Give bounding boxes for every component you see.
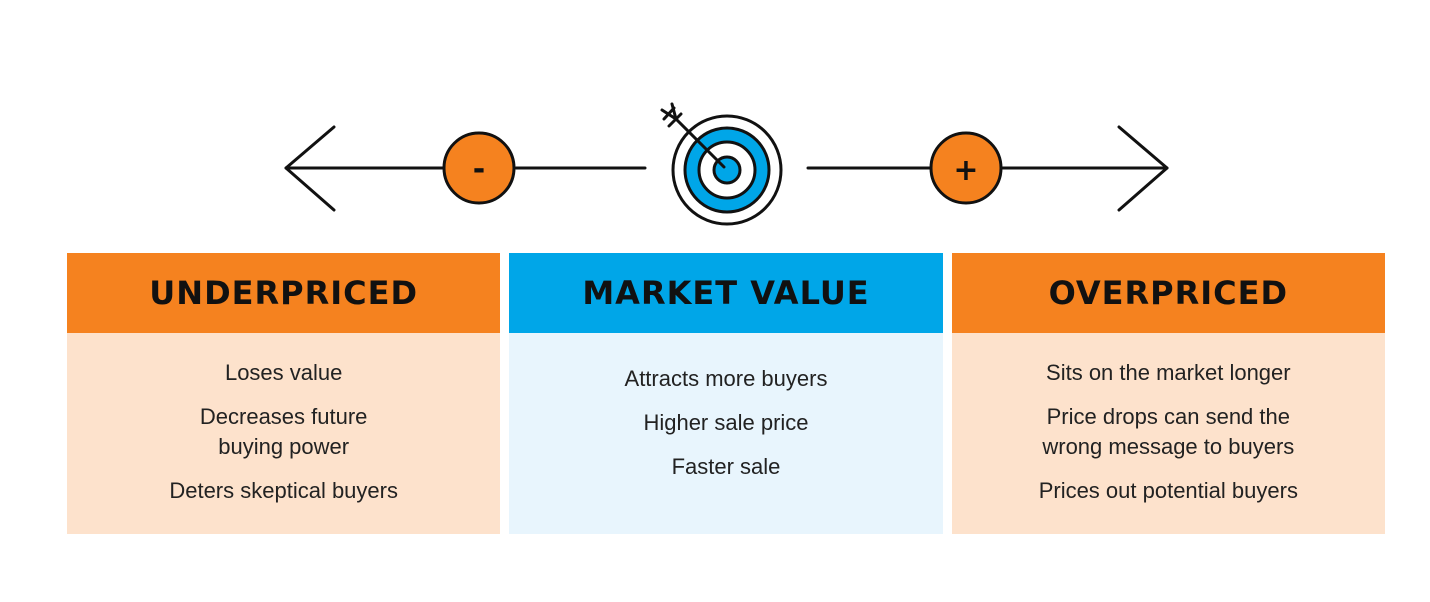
list-item: Faster sale bbox=[671, 453, 781, 479]
pricing-columns: UNDERPRICED Loses value Decreases future… bbox=[67, 253, 1385, 534]
underpriced-list: Loses value Decreases future buying powe… bbox=[67, 333, 501, 534]
underpriced-column: UNDERPRICED Loses value Decreases future… bbox=[67, 253, 501, 534]
plus-circle-icon bbox=[929, 131, 1003, 205]
list-item: Deters skeptical buyers bbox=[169, 477, 398, 503]
overpriced-title: OVERPRICED bbox=[951, 253, 1385, 333]
price-scale: - + bbox=[284, 102, 1169, 226]
plus-symbol: + bbox=[953, 153, 978, 188]
underpriced-title: UNDERPRICED bbox=[67, 253, 501, 333]
list-item: Price drops can send the wrong message t… bbox=[1042, 403, 1295, 459]
left-arrow-icon bbox=[284, 125, 647, 212]
minus-badge: - bbox=[442, 131, 516, 205]
dart-arrow-icon bbox=[660, 102, 726, 169]
list-item: Attracts more buyers bbox=[624, 365, 828, 391]
list-item: Loses value bbox=[224, 359, 343, 385]
overpriced-list: Sits on the market longer Price drops ca… bbox=[951, 333, 1385, 534]
overpriced-column: OVERPRICED Sits on the market longer Pri… bbox=[951, 253, 1385, 534]
market-value-title: MARKET VALUE bbox=[509, 253, 943, 333]
plus-badge: + bbox=[929, 131, 1003, 205]
list-item: Sits on the market longer bbox=[1046, 359, 1291, 385]
list-item: Prices out potential buyers bbox=[1038, 477, 1298, 503]
minus-symbol: - bbox=[473, 152, 485, 187]
list-item: Decreases future buying power bbox=[199, 403, 368, 459]
minus-circle-icon bbox=[442, 131, 516, 205]
market-value-list: Attracts more buyers Higher sale price F… bbox=[509, 333, 943, 534]
right-arrow-icon bbox=[806, 125, 1169, 212]
market-value-column: MARKET VALUE Attracts more buyers Higher… bbox=[509, 253, 943, 534]
list-item: Higher sale price bbox=[643, 409, 809, 435]
